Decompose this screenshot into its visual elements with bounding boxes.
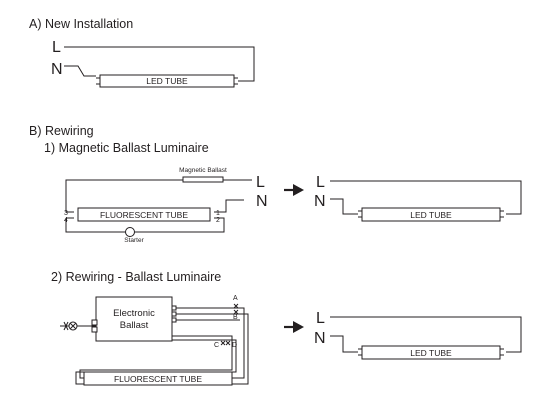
wire-a — [176, 307, 245, 379]
led-tube-a — [99, 74, 235, 88]
sub1-result-wiring — [330, 180, 522, 218]
left-pins — [96, 77, 100, 85]
led-tube-b1 — [361, 207, 501, 222]
mains-plug-icon — [63, 321, 78, 331]
starter-label: Starter — [124, 237, 144, 244]
wire-c — [79, 335, 233, 379]
sub2-result-wiring — [330, 316, 522, 356]
sub1-line-label: L — [256, 174, 265, 191]
ballast-left-wire — [65, 179, 183, 212]
result2-right-pins — [500, 348, 504, 356]
pin-left-top: 3 — [64, 210, 68, 217]
neutral-wire-1 — [214, 199, 244, 213]
sub2-result-neutral-label: N — [314, 330, 326, 347]
starter-icon — [125, 227, 135, 237]
neutral-wire — [64, 65, 96, 77]
wire-label-d: D — [232, 342, 237, 349]
wire-label-a: A — [233, 295, 238, 302]
arrow-right-icon — [284, 184, 304, 196]
section-a-neutral-label: N — [51, 61, 63, 78]
result2-left-pins — [358, 348, 362, 356]
cut-marks — [220, 303, 239, 346]
line-wire — [64, 46, 255, 82]
wire-label-c: C — [214, 342, 219, 349]
led-tube-b1-label: LED TUBE — [410, 210, 452, 220]
section-a-line-label: L — [52, 39, 61, 56]
fluorescent-tube-1-label: FLUORESCENT TUBE — [100, 210, 188, 220]
pin-left-bottom: 4 — [64, 217, 68, 224]
result1-line-wire — [330, 180, 522, 215]
fluorescent-tube-2 — [83, 371, 233, 386]
section-a-wiring — [64, 46, 255, 85]
fluorescent-tube-2-label: FLUORESCENT TUBE — [114, 374, 202, 384]
wire-b — [176, 313, 249, 385]
electronic-ballast — [95, 296, 173, 342]
result2-neutral-wire — [330, 335, 358, 353]
led-tube-a-label: LED TUBE — [146, 76, 188, 86]
sub1-neutral-label: N — [256, 193, 268, 210]
sub2-result-line-label: L — [316, 310, 325, 327]
pin-right-bottom: 2 — [216, 217, 220, 224]
result1-neutral-wire — [330, 198, 358, 215]
sub1-title: 1) Magnetic Ballast Luminaire — [44, 141, 209, 155]
sub1-result-neutral-label: N — [314, 193, 326, 210]
ballast-line-2: Ballast — [120, 320, 149, 331]
led-tube-b2-label: LED TUBE — [410, 348, 452, 358]
right-pins — [234, 77, 238, 85]
result1-left-pins — [358, 210, 362, 218]
sub2-title: 2) Rewiring - Ballast Luminaire — [51, 270, 221, 284]
result1-right-pins — [500, 210, 504, 218]
sub1-result-line-label: L — [316, 174, 325, 191]
result2-line-wire — [330, 316, 522, 353]
sub1-wiring — [65, 179, 252, 233]
wire-label-b: B — [233, 314, 238, 321]
magnetic-ballast — [182, 176, 224, 183]
fluorescent-tube-1 — [77, 207, 211, 222]
led-tube-b2 — [361, 345, 501, 360]
arrow-right-icon-2 — [284, 321, 304, 333]
pin-right-top: 1 — [216, 210, 220, 217]
magnetic-ballast-label: Magnetic Ballast — [179, 167, 227, 174]
pin4-wire — [65, 218, 126, 233]
section-b-title: B) Rewiring — [29, 124, 94, 138]
section-a-title: A) New Installation — [29, 17, 133, 31]
ballast-line-1: Electronic — [113, 308, 155, 319]
starter-wire — [134, 217, 225, 233]
